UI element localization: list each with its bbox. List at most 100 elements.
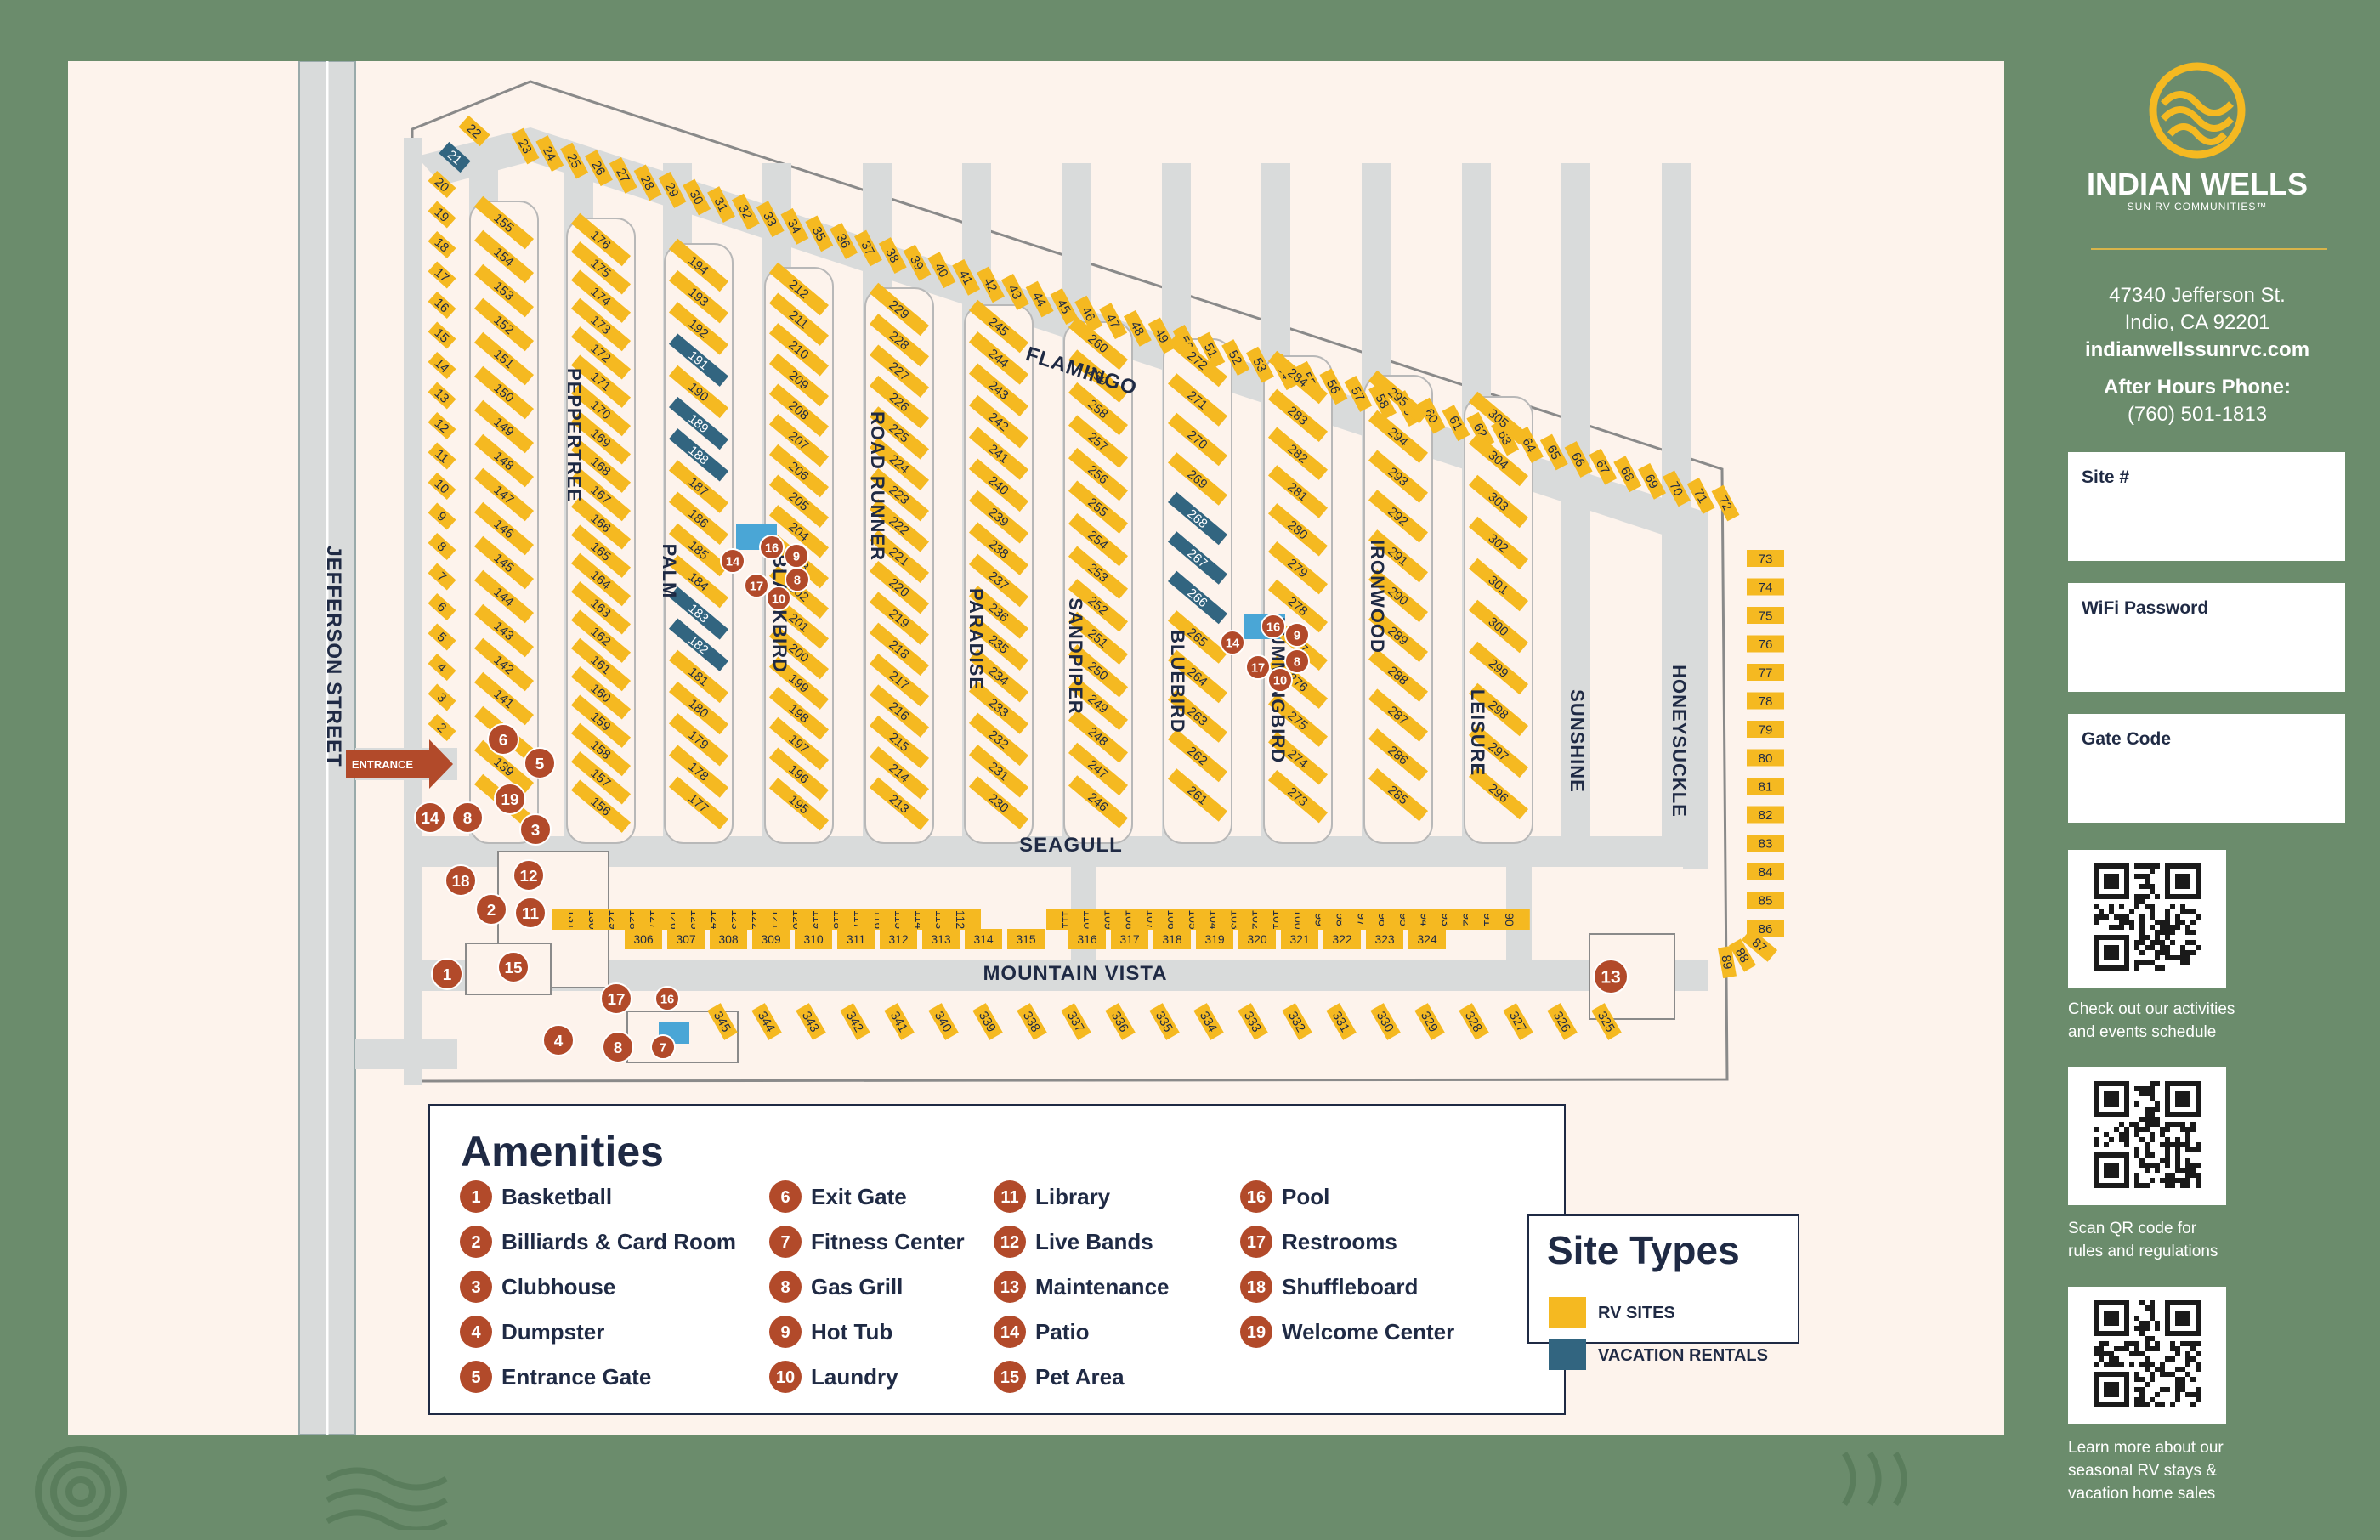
site-139[interactable]: 139 [473, 739, 535, 794]
site-81[interactable]: 81 [1747, 778, 1784, 795]
site-38[interactable]: 38 [878, 237, 907, 274]
site-25[interactable]: 25 [559, 142, 589, 179]
site-24[interactable]: 24 [535, 135, 564, 172]
site-37[interactable]: 37 [853, 229, 882, 267]
site-173[interactable]: 173 [570, 297, 632, 352]
amenity-marker-8[interactable]: 8 [785, 567, 810, 592]
site-40[interactable]: 40 [926, 252, 956, 289]
site-70[interactable]: 70 [1662, 470, 1691, 507]
amenity-marker-12[interactable]: 12 [513, 859, 545, 892]
site-316[interactable]: 316 [1068, 929, 1106, 949]
site-344[interactable]: 344 [751, 1003, 782, 1040]
site-334[interactable]: 334 [1193, 1003, 1224, 1040]
site-80[interactable]: 80 [1747, 749, 1784, 767]
site-68[interactable]: 68 [1612, 456, 1642, 493]
site-number-box[interactable]: Site # [2068, 452, 2345, 561]
amenity-marker-8[interactable]: 8 [602, 1031, 634, 1063]
amenity-marker-10[interactable]: 10 [766, 586, 791, 611]
amenity-marker-14[interactable]: 14 [414, 801, 446, 834]
site-274[interactable]: 274 [1267, 732, 1329, 785]
amenity-marker-4[interactable]: 4 [542, 1024, 575, 1056]
amenity-marker-17[interactable]: 17 [600, 982, 632, 1015]
site-48[interactable]: 48 [1123, 309, 1152, 347]
qr-code-rules[interactable] [2068, 1067, 2226, 1205]
site-320[interactable]: 320 [1238, 929, 1276, 949]
site-33[interactable]: 33 [756, 201, 785, 238]
site-328[interactable]: 328 [1459, 1003, 1489, 1040]
site-10[interactable]: 10 [428, 473, 456, 501]
site-5[interactable]: 5 [428, 623, 456, 652]
site-17[interactable]: 17 [428, 261, 456, 290]
site-339[interactable]: 339 [972, 1003, 1003, 1040]
site-225[interactable]: 225 [869, 406, 930, 460]
site-337[interactable]: 337 [1061, 1003, 1091, 1040]
amenity-marker-3[interactable]: 3 [519, 813, 552, 846]
qr-code-seasonal[interactable] [2068, 1287, 2226, 1424]
amenity-marker-13[interactable]: 13 [1593, 959, 1629, 994]
amenity-marker-16[interactable]: 16 [759, 535, 785, 560]
site-36[interactable]: 36 [829, 223, 858, 259]
site-57[interactable]: 57 [1343, 376, 1373, 412]
site-67[interactable]: 67 [1588, 448, 1618, 485]
site-20[interactable]: 20 [428, 171, 456, 199]
site-340[interactable]: 340 [928, 1003, 959, 1040]
site-45[interactable]: 45 [1049, 288, 1079, 325]
amenity-marker-1[interactable]: 1 [431, 958, 463, 990]
site-69[interactable]: 69 [1637, 462, 1667, 500]
site-41[interactable]: 41 [951, 258, 981, 296]
site-61[interactable]: 61 [1441, 405, 1470, 442]
amenity-marker-19[interactable]: 19 [494, 783, 526, 815]
site-324[interactable]: 324 [1408, 929, 1446, 949]
site-90[interactable]: 90 [1488, 909, 1530, 930]
site-66[interactable]: 66 [1564, 441, 1593, 478]
site-65[interactable]: 65 [1539, 433, 1568, 471]
site-83[interactable]: 83 [1747, 835, 1784, 852]
site-335[interactable]: 335 [1149, 1003, 1180, 1040]
site-332[interactable]: 332 [1282, 1003, 1312, 1040]
site-321[interactable]: 321 [1281, 929, 1318, 949]
site-308[interactable]: 308 [710, 929, 747, 949]
site-318[interactable]: 318 [1153, 929, 1191, 949]
amenity-marker-2[interactable]: 2 [475, 893, 507, 926]
amenity-marker-15[interactable]: 15 [497, 951, 530, 983]
site-306[interactable]: 306 [625, 929, 662, 949]
site-75[interactable]: 75 [1747, 607, 1784, 624]
amenity-marker-8[interactable]: 8 [1284, 648, 1310, 674]
site-62[interactable]: 62 [1465, 411, 1495, 449]
wifi-password-box[interactable]: WiFi Password [2068, 583, 2345, 692]
site-87[interactable]: 87 [1741, 928, 1778, 962]
site-32[interactable]: 32 [731, 193, 760, 230]
site-338[interactable]: 338 [1017, 1003, 1047, 1040]
site-13[interactable]: 13 [428, 382, 456, 410]
site-112[interactable]: 112 [940, 909, 981, 930]
site-168[interactable]: 168 [570, 439, 632, 493]
amenity-marker-17[interactable]: 17 [1245, 654, 1271, 680]
amenity-marker-5[interactable]: 5 [524, 747, 556, 779]
site-341[interactable]: 341 [884, 1003, 915, 1040]
site-16[interactable]: 16 [428, 292, 456, 320]
site-343[interactable]: 343 [796, 1003, 826, 1040]
site-76[interactable]: 76 [1747, 635, 1784, 653]
site-6[interactable]: 6 [428, 593, 456, 621]
site-317[interactable]: 317 [1111, 929, 1148, 949]
amenity-marker-6[interactable]: 6 [487, 723, 519, 756]
site-310[interactable]: 310 [795, 929, 832, 949]
site-342[interactable]: 342 [840, 1003, 870, 1040]
site-82[interactable]: 82 [1747, 806, 1784, 824]
amenity-marker-11[interactable]: 11 [514, 897, 547, 929]
amenity-marker-7[interactable]: 7 [650, 1034, 676, 1060]
site-313[interactable]: 313 [922, 929, 960, 949]
site-31[interactable]: 31 [706, 186, 735, 223]
site-28[interactable]: 28 [633, 164, 662, 201]
website-link[interactable]: indianwellssunrvc.com [2084, 338, 2310, 361]
site-89[interactable]: 89 [1717, 945, 1737, 979]
after-hours-phone[interactable]: (760) 501-1813 [2127, 403, 2268, 426]
site-11[interactable]: 11 [428, 442, 456, 471]
site-329[interactable]: 329 [1414, 1003, 1445, 1040]
amenity-marker-16[interactable]: 16 [1261, 614, 1286, 639]
site-3[interactable]: 3 [428, 683, 456, 712]
amenity-marker-17[interactable]: 17 [744, 573, 769, 598]
site-12[interactable]: 12 [428, 412, 456, 440]
site-4[interactable]: 4 [428, 654, 456, 682]
site-15[interactable]: 15 [428, 321, 456, 350]
